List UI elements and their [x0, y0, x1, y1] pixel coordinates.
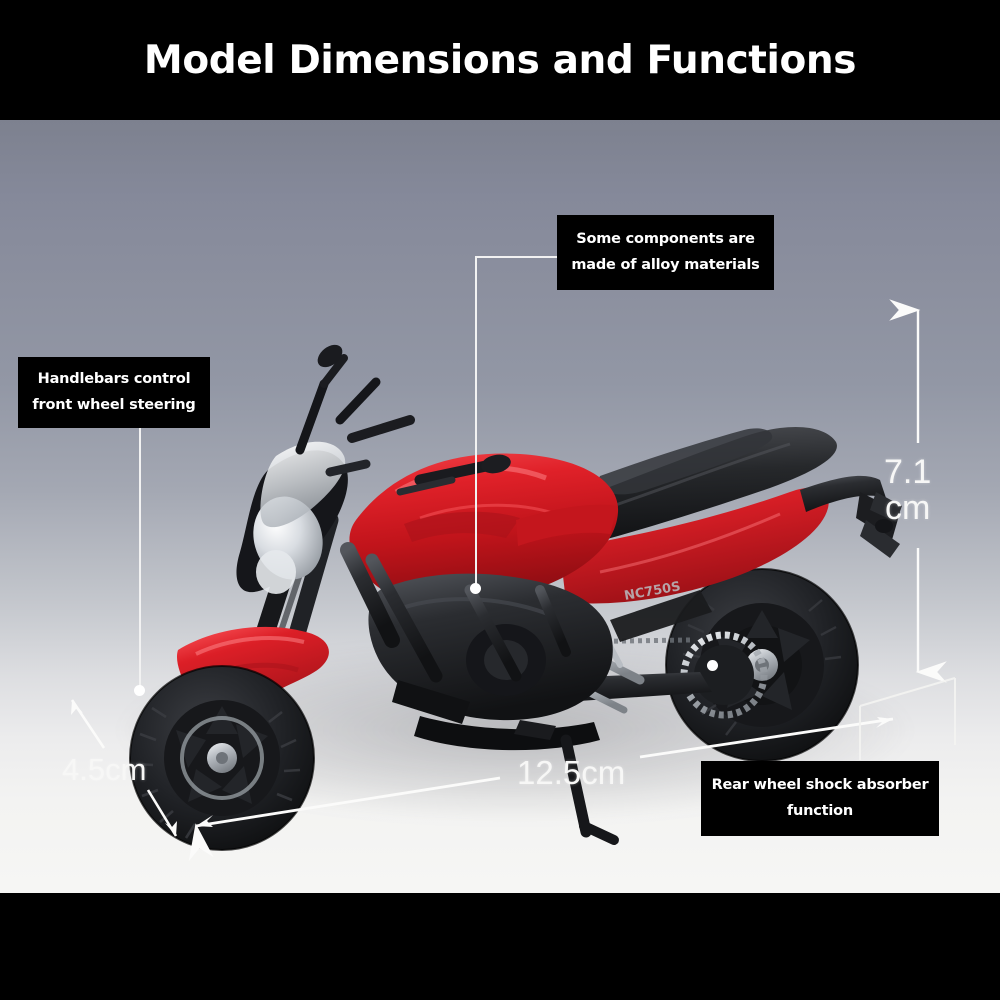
- windscreen: [260, 441, 346, 528]
- callout-handlebars: Handlebars control front wheel steering: [18, 357, 210, 428]
- front-wheel: [129, 665, 315, 851]
- callout-shock-line2: function: [786, 802, 854, 819]
- dimension-height-label: 7.1 cm: [884, 453, 932, 527]
- page-title: Model Dimensions and Functions: [143, 37, 857, 83]
- mirror-right: [481, 454, 511, 474]
- leader-dot-handlebars: [134, 685, 145, 696]
- footpeg: [514, 720, 556, 740]
- leader-line-alloy-horizontal: [475, 256, 558, 258]
- callout-shock-absorber: Rear wheel shock absorber function: [701, 761, 939, 836]
- callout-handlebars-line2: front wheel steering: [32, 396, 196, 413]
- dimension-width-label: 12.5cm: [517, 754, 626, 791]
- headlight-assembly: [236, 441, 348, 594]
- bottom-letterbox-bar: [0, 893, 1000, 1000]
- callout-handlebars-line1: Handlebars control: [37, 371, 191, 388]
- dimension-height-unit: cm: [884, 488, 931, 527]
- leader-dot-shock: [707, 660, 718, 671]
- top-letterbox-bar: [0, 0, 1000, 120]
- leader-dot-alloy: [470, 583, 481, 594]
- handlebars: [295, 344, 511, 496]
- callout-alloy-materials: Some components are made of alloy materi…: [557, 215, 774, 290]
- mirror-left: [317, 344, 343, 368]
- callout-shock-line1: Rear wheel shock absorber: [711, 777, 929, 794]
- leader-line-alloy-vertical: [475, 256, 477, 588]
- callout-alloy-line2: made of alloy materials: [571, 256, 760, 273]
- side-stand: [560, 734, 619, 845]
- frame: [340, 542, 571, 683]
- tail-section: [870, 492, 902, 533]
- dimension-depth-label: 4.5cm: [62, 752, 147, 787]
- dimension-height-value: 7.1: [884, 453, 932, 491]
- callout-alloy-line1: Some components are: [576, 231, 755, 248]
- leader-line-handlebars: [139, 428, 141, 690]
- engine: [368, 573, 613, 751]
